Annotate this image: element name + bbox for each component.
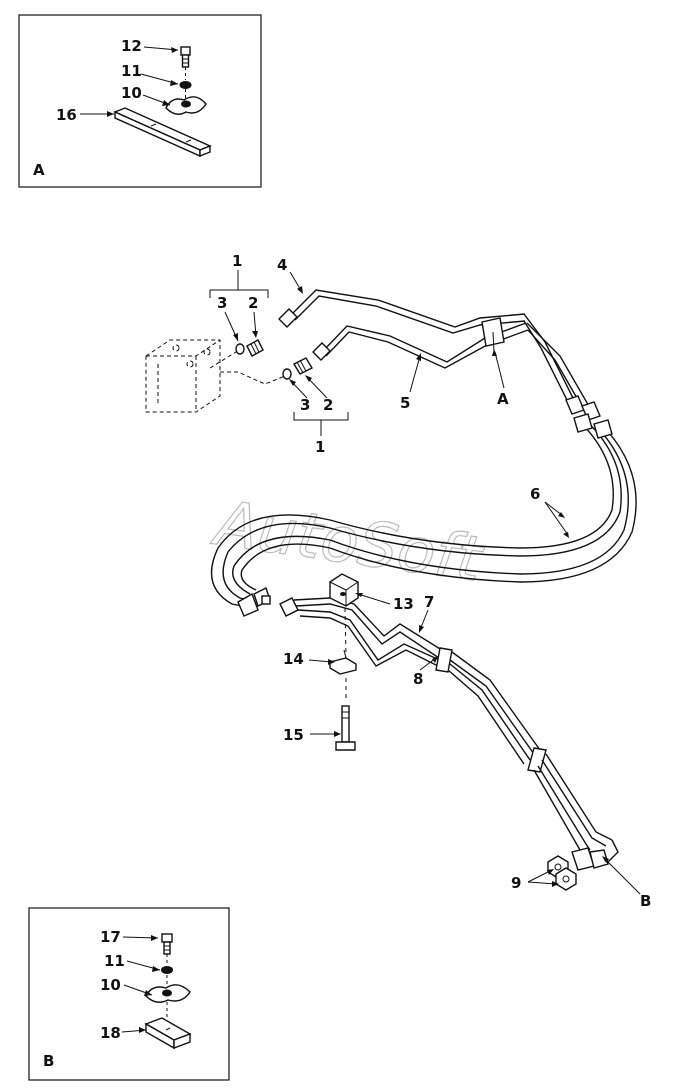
callout-7: 7: [424, 593, 434, 611]
callout-3-bottom: 3: [300, 396, 310, 414]
adapter-2-upper: [246, 339, 264, 357]
tube-4-5-right: [523, 313, 601, 421]
callout-11: 11: [121, 62, 142, 80]
clamp-13: [329, 573, 359, 607]
callout-17: 17: [100, 928, 121, 946]
clamp-10: [165, 96, 207, 115]
ref-a: A: [497, 390, 509, 408]
callout-4: 4: [277, 256, 287, 274]
inset-a-frame: [18, 14, 262, 188]
ref-b: B: [640, 892, 651, 910]
callout-6: 6: [530, 485, 540, 503]
o-ring-3-upper: [235, 343, 245, 355]
tube-7-nut: [279, 597, 299, 617]
bracket-1-top: [209, 289, 269, 298]
inset-a: 12 11 10 16 A: [18, 14, 262, 188]
callout-9: 9: [511, 874, 521, 892]
callout-1-bottom: 1: [315, 438, 325, 456]
inset-b: 17 11 10 18 B: [28, 907, 230, 1081]
callout-16: 16: [56, 106, 77, 124]
callout-10: 10: [121, 84, 142, 102]
fitting-set-lower: [282, 357, 313, 380]
callout-13: 13: [393, 595, 414, 613]
inset-b-frame: [28, 907, 230, 1081]
callout-2-bottom: 2: [323, 396, 333, 414]
bolt-15: [335, 705, 356, 751]
clamp-14: [329, 649, 357, 675]
plate-18: [144, 1017, 192, 1050]
plate-16: [113, 107, 212, 158]
inset-a-label: A: [33, 161, 45, 179]
callout-2-top: 2: [248, 294, 258, 312]
callout-12: 12: [121, 37, 142, 55]
inset-b-label: B: [43, 1052, 54, 1070]
fitting-set-upper: [235, 339, 264, 357]
tube-5-nut: [312, 342, 331, 361]
callout-5: 5: [400, 394, 410, 412]
callout-1-top: 1: [232, 252, 242, 270]
callout-18: 18: [100, 1024, 121, 1042]
callout-3-top: 3: [217, 294, 227, 312]
callout-10-b: 10: [100, 976, 121, 994]
bolt-17: [161, 933, 173, 955]
callout-11-b: 11: [104, 952, 125, 970]
main-assembly: 1 3 2 3 2 1 4 5 A 6 13 7 14 8 15 9 B: [145, 252, 651, 910]
valve-block: [145, 339, 221, 413]
o-ring-3-lower: [282, 368, 292, 380]
washer-11: [179, 81, 192, 89]
clamp-a: [481, 317, 505, 353]
tube-4-nut: [278, 308, 298, 328]
clamp-10-b: [145, 984, 191, 1003]
callout-14: 14: [283, 650, 304, 668]
callout-8: 8: [413, 670, 423, 688]
washer-11-b: [161, 966, 173, 974]
bolt-12: [180, 46, 191, 68]
hose-6: [210, 413, 637, 617]
callout-15: 15: [283, 726, 304, 744]
tube-7-8: [279, 597, 619, 871]
